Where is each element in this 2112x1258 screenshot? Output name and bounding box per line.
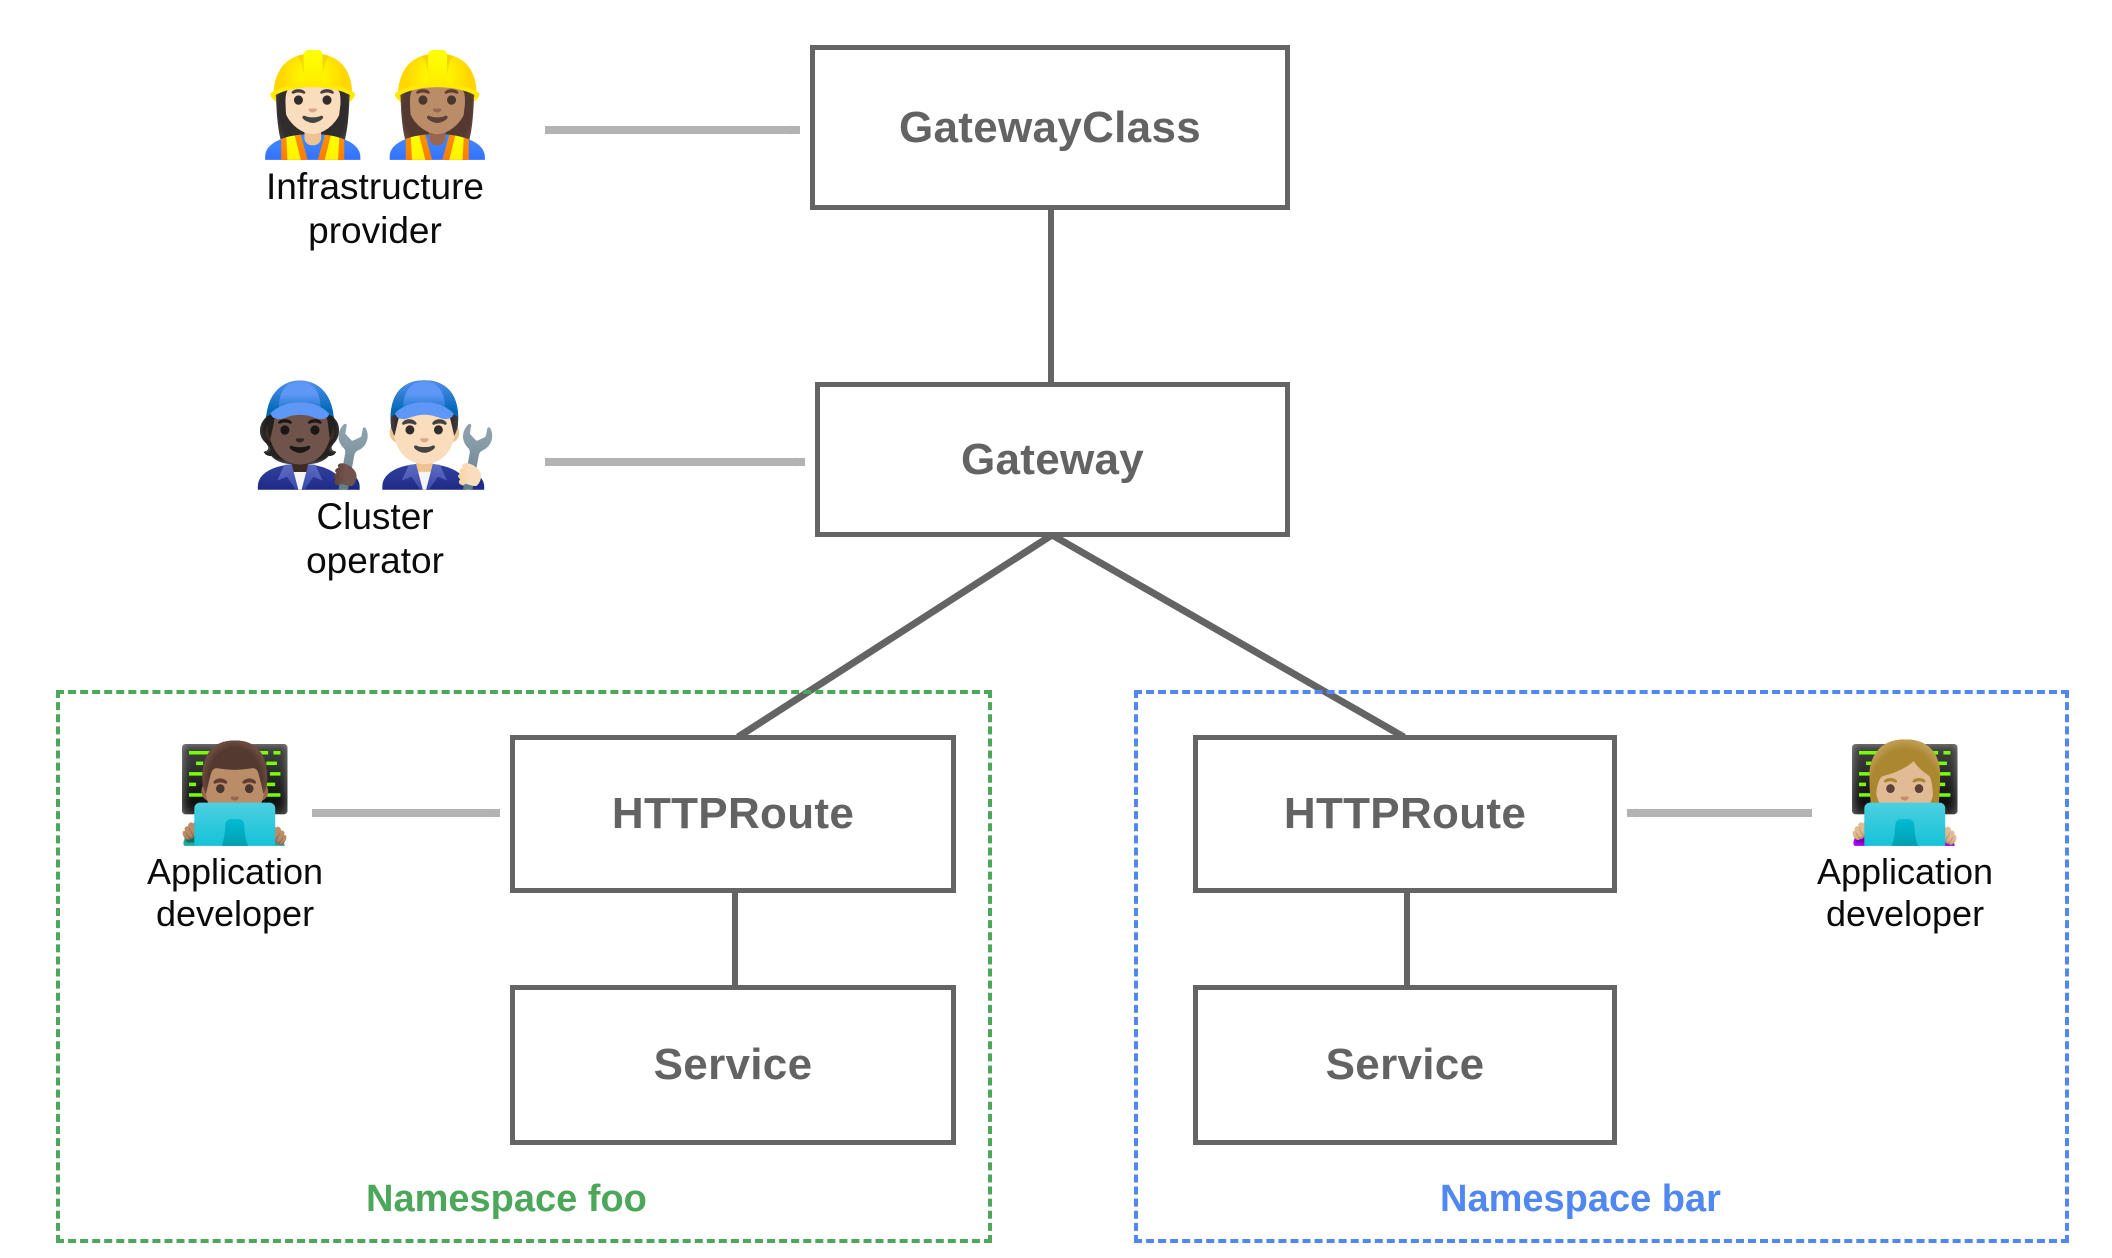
man-mechanic-light-icon: 👨🏻‍🔧 — [375, 376, 500, 493]
man-technologist-medium-icon: 👨🏽‍💻 — [175, 737, 295, 849]
application-developer-foo-label: Application developer — [146, 851, 324, 935]
persona-infrastructure-provider: 👷🏻‍♀️ 👷🏽‍♀️ Infrastructure provider — [230, 55, 520, 252]
resource-box-gateway[interactable]: Gateway — [815, 382, 1290, 537]
resource-box-httproute-foo[interactable]: HTTPRoute — [510, 735, 956, 893]
resource-box-service-foo[interactable]: Service — [510, 985, 956, 1145]
namespace-foo-label: Namespace foo — [366, 1178, 647, 1220]
service-foo-label: Service — [653, 1040, 813, 1089]
persona-application-developer-bar: 👩🏼‍💻 Application developer — [1780, 745, 2030, 936]
woman-construction-worker-light-icon: 👷🏻‍♀️ — [250, 46, 375, 163]
cluster-operator-icons: 🧑🏿‍🔧 👨🏻‍🔧 — [250, 385, 499, 485]
application-developer-bar-label: Application developer — [1816, 851, 1994, 935]
namespace-bar-frame — [1134, 690, 2069, 1243]
woman-construction-worker-medium-icon: 👷🏽‍♀️ — [375, 46, 500, 163]
resource-box-service-bar[interactable]: Service — [1193, 985, 1617, 1145]
namespace-foo-frame — [56, 690, 992, 1243]
gateway-label: Gateway — [960, 434, 1145, 484]
httproute-foo-label: HTTPRoute — [611, 789, 855, 838]
woman-technologist-light-icon: 👩🏼‍💻 — [1845, 737, 1965, 849]
persona-cluster-operator: 🧑🏿‍🔧 👨🏻‍🔧 Cluster operator — [240, 385, 510, 582]
resource-box-httproute-bar[interactable]: HTTPRoute — [1193, 735, 1617, 893]
application-developer-bar-icons: 👩🏼‍💻 — [1845, 745, 1965, 841]
persona-application-developer-foo: 👨🏽‍💻 Application developer — [110, 745, 360, 936]
service-bar-label: Service — [1325, 1040, 1485, 1089]
resource-box-gatewayclass[interactable]: GatewayClass — [810, 45, 1290, 210]
namespace-bar-label: Namespace bar — [1440, 1178, 1721, 1220]
infrastructure-provider-icons: 👷🏻‍♀️ 👷🏽‍♀️ — [250, 55, 499, 155]
application-developer-foo-icons: 👨🏽‍💻 — [175, 745, 295, 841]
cluster-operator-label: Cluster operator — [306, 496, 444, 581]
person-mechanic-dark-icon: 🧑🏿‍🔧 — [250, 376, 375, 493]
httproute-bar-label: HTTPRoute — [1283, 789, 1527, 838]
gatewayclass-label: GatewayClass — [899, 102, 1201, 152]
infrastructure-provider-label: Infrastructure provider — [266, 166, 484, 251]
